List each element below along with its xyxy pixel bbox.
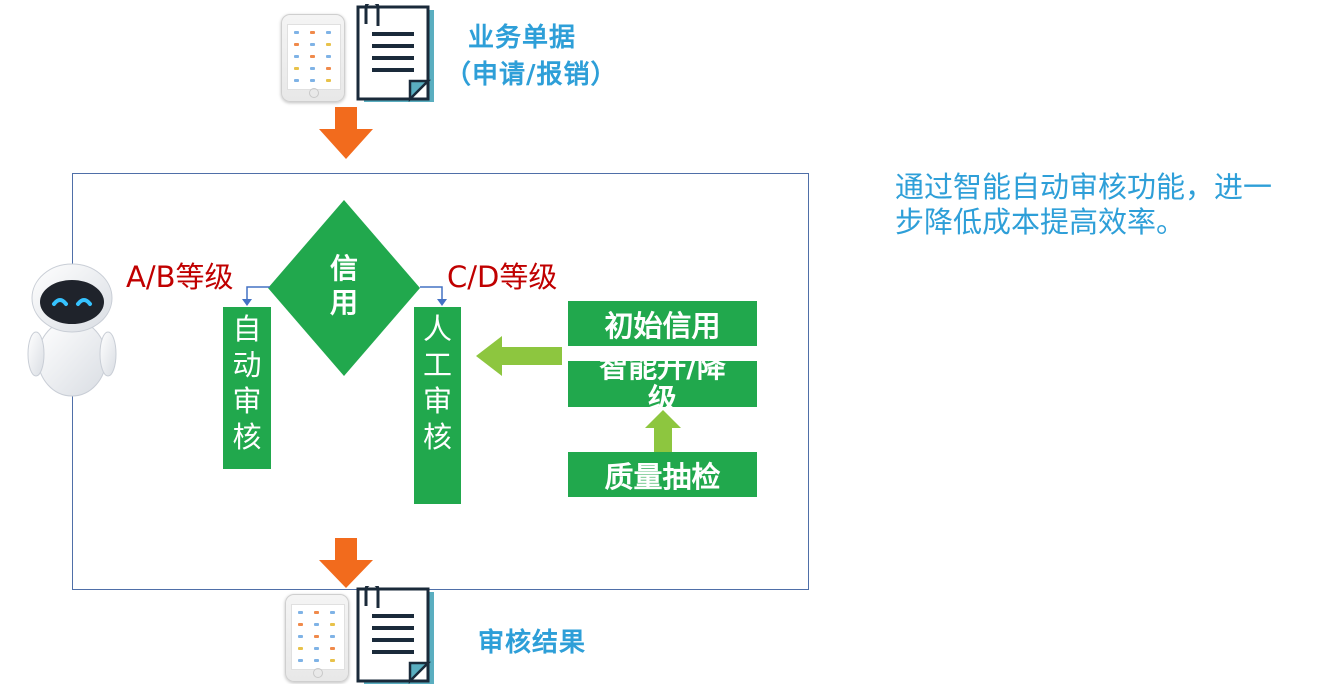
robot-icon — [27, 263, 117, 397]
connector-arrow-right — [420, 286, 447, 306]
arrow-down-icon-top — [319, 107, 373, 159]
input-doc-subtitle: （申请/报销） — [445, 60, 618, 90]
phone-screen — [291, 604, 345, 670]
manual-review-char: 核 — [422, 420, 452, 454]
input-doc-title: 业务单据 — [468, 23, 577, 53]
arrow-down-icon-bottom — [319, 538, 373, 588]
smart-adjust-line1: 智能升/降 — [599, 361, 726, 384]
description-text: 通过智能自动审核功能，进一 步降低成本提高效率。 — [895, 170, 1315, 240]
smart-adjust-box: 智能升/降 级 — [568, 361, 757, 407]
document-icon-top — [356, 4, 434, 103]
auto-review-char: 动 — [232, 348, 262, 382]
phone-icon-top — [281, 14, 345, 102]
phone-icon-bottom — [285, 594, 349, 682]
auto-review-char: 自 — [232, 312, 262, 346]
description-line: 步降低成本提高效率。 — [895, 205, 1186, 239]
arrow-left-icon — [476, 336, 562, 376]
phone-screen — [287, 24, 341, 90]
auto-review-box: 自 动 审 核 — [223, 307, 271, 469]
diamond-label: 信 用 — [268, 252, 420, 320]
document-icon-bottom — [356, 586, 434, 684]
arrow-up-icon — [645, 410, 681, 452]
quality-check-box: 质量抽检 — [568, 452, 757, 497]
smart-adjust-line2: 级 — [647, 382, 677, 407]
phone-home-button — [313, 668, 323, 678]
manual-review-box: 人 工 审 核 — [414, 307, 461, 504]
manual-review-char: 审 — [422, 384, 452, 418]
auto-review-char: 审 — [232, 384, 262, 418]
description-line: 通过智能自动审核功能，进一 — [895, 170, 1273, 204]
manual-review-char: 人 — [422, 312, 452, 346]
phone-home-button — [309, 88, 319, 98]
credit-decision-diamond: 信 用 — [268, 200, 420, 376]
auto-review-char: 核 — [232, 420, 262, 454]
grade-label-right: C/D等级 — [447, 260, 558, 294]
initial-credit-box: 初始信用 — [568, 301, 757, 346]
grade-label-left: A/B等级 — [126, 260, 234, 294]
diamond-char: 用 — [329, 286, 358, 319]
diamond-char: 信 — [329, 252, 358, 285]
output-doc-title: 审核结果 — [478, 628, 587, 658]
manual-review-char: 工 — [422, 348, 452, 382]
connector-arrow-left — [242, 286, 270, 306]
